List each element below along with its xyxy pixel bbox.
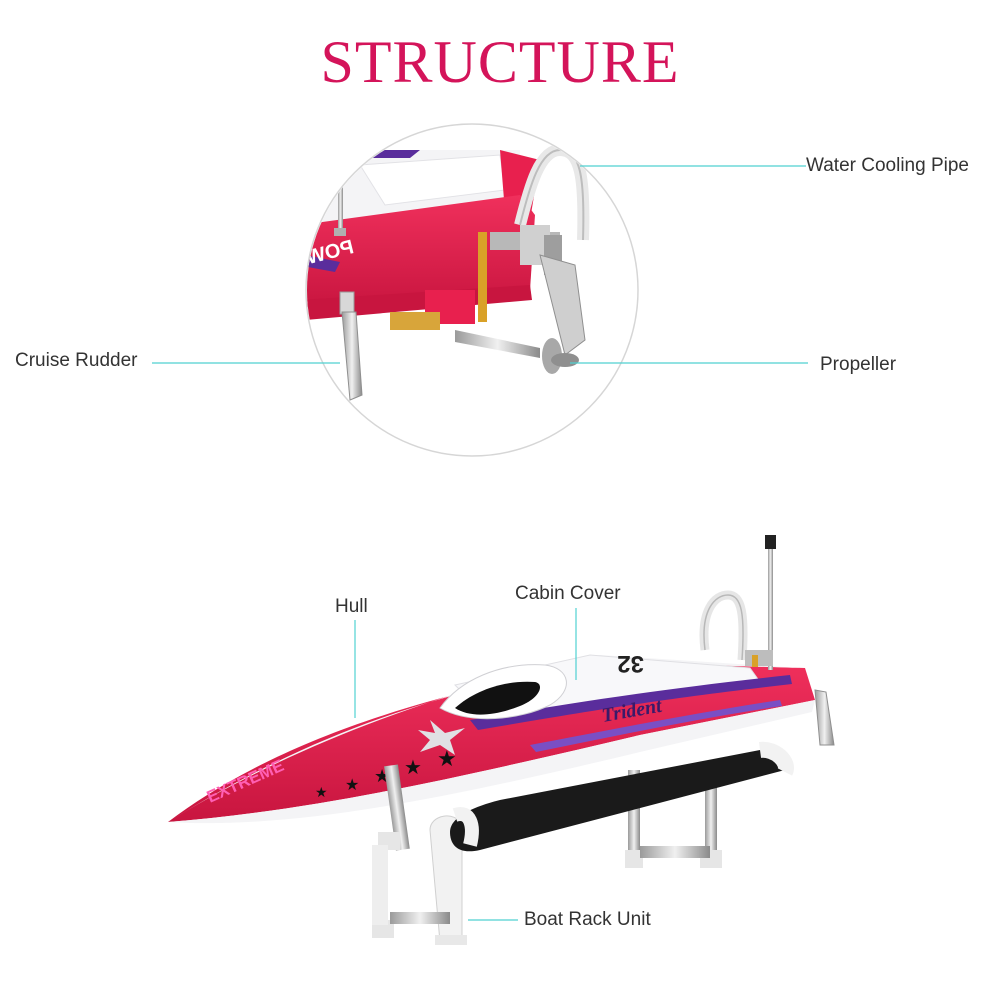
boat-rudder <box>814 689 835 746</box>
svg-text:★: ★ <box>437 747 457 772</box>
rack-foam-pad <box>450 749 787 852</box>
label-water-cooling-pipe: Water Cooling Pipe <box>806 155 969 176</box>
full-boat: EXTREME Trident 32 ★ ★ ★ ★ ★ <box>168 535 835 945</box>
number-decal: 32 <box>617 650 644 677</box>
cruise-rudder <box>341 311 363 401</box>
antenna <box>768 545 773 670</box>
label-boat-rack-unit: Boat Rack Unit <box>524 909 651 930</box>
strut-blade <box>539 254 586 356</box>
boat-hull <box>168 662 815 822</box>
drive-shaft <box>455 330 540 358</box>
brass-rod <box>478 232 487 322</box>
label-cruise-rudder: Cruise Rudder <box>15 350 138 371</box>
stern-closeup: POWERBOAT <box>305 123 639 457</box>
page-title: STRUCTURE <box>320 29 680 95</box>
label-hull: Hull <box>335 596 368 617</box>
boat-water-cooling-pipe <box>699 590 748 661</box>
svg-text:★: ★ <box>404 755 422 779</box>
rack-front-leg <box>429 815 463 943</box>
cabin-window <box>455 681 540 715</box>
svg-text:★: ★ <box>315 785 328 801</box>
label-cabin-cover: Cabin Cover <box>515 583 621 604</box>
svg-text:★: ★ <box>345 775 359 794</box>
label-propeller: Propeller <box>820 354 897 375</box>
closeup-hull <box>307 195 535 310</box>
